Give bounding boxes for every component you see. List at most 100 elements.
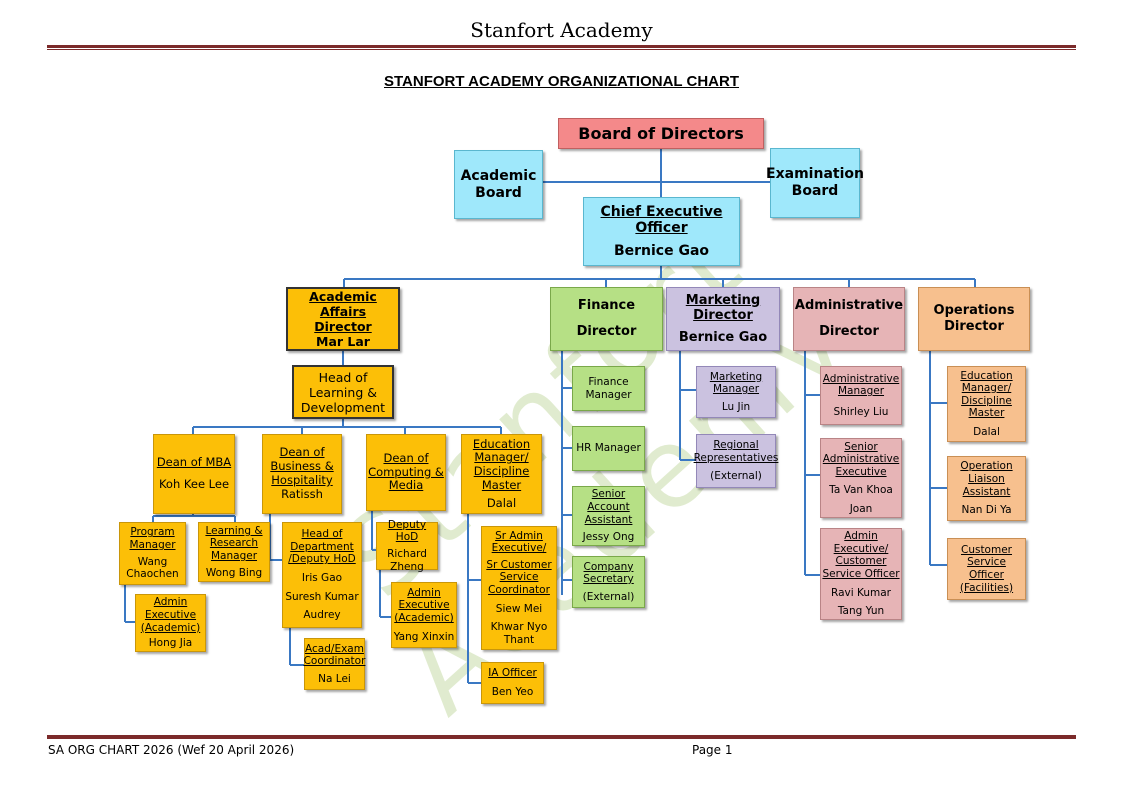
marketing-manager-box: Marketing Manager Lu Jin	[696, 366, 776, 418]
header-rule-thin	[47, 49, 1076, 50]
admin-exec2-line1: Admin	[407, 586, 441, 599]
hod-line1: Head of	[301, 528, 343, 541]
mkt-mgr-name: Lu Jin	[721, 400, 751, 413]
liaison-line1: Operation	[960, 460, 1013, 473]
footer-page-number: Page 1	[692, 743, 733, 757]
board-title: Board of Directors	[578, 123, 744, 143]
admin-executive-academic-1-box: Admin Executive (Academic) Hong Jia	[135, 594, 206, 652]
ops-edu-line2: Manager/	[961, 382, 1012, 395]
hod-line2: Department	[290, 540, 354, 553]
adm-exec-name2: Tang Yun	[837, 605, 885, 618]
liaison-line3: Assistant	[962, 485, 1011, 498]
academic-board-line1: Academic	[460, 167, 537, 184]
header-rule	[47, 45, 1076, 48]
sr-adm-name2: Joan	[849, 502, 873, 515]
dean-cm-line3: Media	[388, 478, 424, 493]
dean-bh-line3: Hospitality	[271, 473, 333, 487]
education-manager-operations-box: Education Manager/ Discipline Master Dal…	[947, 366, 1026, 442]
deputy-hod-box: Deputy HoD Richard Zheng	[376, 519, 438, 573]
ia-officer-line1: IA Officer	[488, 667, 537, 680]
finance-director-line1: Finance	[577, 298, 636, 314]
ceo-name: Bernice Gao	[613, 242, 710, 259]
exam-board-line2: Board	[791, 183, 839, 199]
liaison-name: Nan Di Ya	[961, 504, 1012, 517]
ia-officer-box: IA Officer Ben Yeo	[481, 662, 544, 704]
regional-line2: Representatives	[693, 451, 779, 464]
prog-mgr-line1: Program	[130, 526, 175, 539]
finance-director-box: Finance Director	[550, 287, 663, 351]
sr-adm-line2: Administrative	[822, 453, 900, 466]
deputy-hod-name2: Zheng	[390, 560, 424, 573]
ops-edu-name: Dalal	[973, 425, 1000, 438]
admin-exec1-name: Hong Jia	[148, 637, 193, 650]
administrative-manager-box: Administrative Manager Shirley Liu	[820, 366, 902, 425]
lr-mgr-line1: Learning &	[205, 524, 263, 537]
head-ld-line1: Head of	[318, 369, 368, 385]
adm-exec-line2: Executive/	[833, 542, 889, 555]
page-header: Stanfort Academy	[470, 18, 653, 42]
mkt-mgr-line1: Marketing	[709, 370, 763, 383]
sr-admin-line1: Sr Admin	[495, 529, 543, 542]
lr-mgr-name: Wong Bing	[205, 566, 263, 579]
admin-exec2-name: Yang Xinxin	[393, 630, 455, 643]
marketing-director-line1: Marketing	[685, 292, 761, 308]
sr-acct-line2: Account	[587, 500, 630, 513]
dean-bh-name: Ratissh	[281, 486, 323, 501]
prog-mgr-name2: Chaochen	[126, 568, 179, 581]
ops-edu-line4: Master	[968, 407, 1005, 420]
mkt-mgr-line2: Manager	[712, 383, 760, 396]
fin-mgr-line2: Manager	[585, 388, 632, 401]
sr-admin-executive-box: Sr Admin Executive/ Sr Customer Service …	[481, 526, 557, 650]
dean-mba-box: Dean of MBA Koh Kee Lee	[153, 434, 235, 514]
dean-cm-line1: Dean of	[383, 450, 429, 465]
edu-mgr-line3: Discipline	[473, 464, 530, 479]
hr-mgr-title: HR Manager	[576, 442, 641, 455]
footer-doc-label: SA ORG CHART 2026 (Wef 20 April 2026)	[48, 743, 295, 757]
edu-mgr-line4: Master	[481, 477, 522, 492]
head-of-department-box: Head of Department /Deputy HoD Iris Gao …	[282, 522, 362, 628]
sr-admin-line3: Sr Customer	[486, 558, 552, 571]
admin-exec1-line1: Admin	[153, 596, 188, 609]
finance-manager-box: Finance Manager	[572, 366, 645, 411]
regional-representatives-box: Regional Representatives (External)	[693, 434, 779, 488]
hod-line3: /Deputy HoD	[288, 553, 356, 566]
admin-executive-cso-box: Admin Executive/ Customer Service Office…	[820, 528, 902, 620]
prog-mgr-line2: Manager	[129, 538, 176, 551]
program-manager-box: Program Manager Wang Chaochen	[119, 522, 186, 585]
sr-admin-line2: Executive/	[491, 542, 547, 555]
co-sec-line2: Secretary	[583, 573, 634, 586]
senior-administrative-executive-box: Senior Administrative Executive Ta Van K…	[820, 438, 902, 518]
academic-board-line2: Board	[475, 184, 522, 201]
sr-adm-name1: Ta Van Khoa	[829, 484, 893, 497]
hr-manager-box: HR Manager	[572, 426, 645, 471]
adm-mgr-line2: Manager	[837, 385, 885, 398]
edu-mgr-name: Dalal	[486, 495, 517, 510]
adm-exec-line1: Admin	[844, 530, 878, 543]
dean-bh-line1: Dean of	[279, 445, 325, 460]
admin-exec2-line2: Executive	[398, 599, 450, 612]
lr-mgr-line3: Manager	[210, 550, 258, 562]
board-of-directors-box: Board of Directors	[558, 118, 764, 149]
head-ld-line3: Development	[300, 399, 386, 415]
fin-mgr-line1: Finance	[588, 375, 629, 388]
adm-mgr-name: Shirley Liu	[833, 405, 889, 418]
liaison-line2: Liaison	[968, 472, 1005, 485]
admin-exec1-line3: (Academic)	[140, 621, 201, 634]
hod-name2: Suresh Kumar	[285, 590, 359, 603]
cso-line1: Customer	[960, 543, 1012, 556]
operation-liaison-assistant-box: Operation Liaison Assistant Nan Di Ya	[947, 456, 1026, 521]
admin-director-line2: Director	[819, 324, 879, 340]
marketing-director-box: Marketing Director Bernice Gao	[666, 287, 780, 351]
ops-edu-line1: Education	[960, 369, 1013, 382]
academic-board-box: Academic Board	[454, 150, 543, 219]
finance-director-line2: Director	[576, 324, 637, 340]
ceo-title: Chief Executive Officer	[600, 203, 723, 237]
marketing-director-line2: Director	[693, 308, 753, 324]
sr-acct-line1: Senior	[591, 488, 626, 501]
admin-exec2-line3: (Academic)	[394, 612, 454, 624]
adm-mgr-line1: Administrative	[822, 372, 900, 385]
operations-director-line2: Director	[944, 319, 1004, 334]
hod-name1: Iris Gao	[301, 572, 343, 584]
co-sec-note: (External)	[582, 590, 635, 603]
dean-mba-title: Dean of MBA	[156, 455, 232, 470]
